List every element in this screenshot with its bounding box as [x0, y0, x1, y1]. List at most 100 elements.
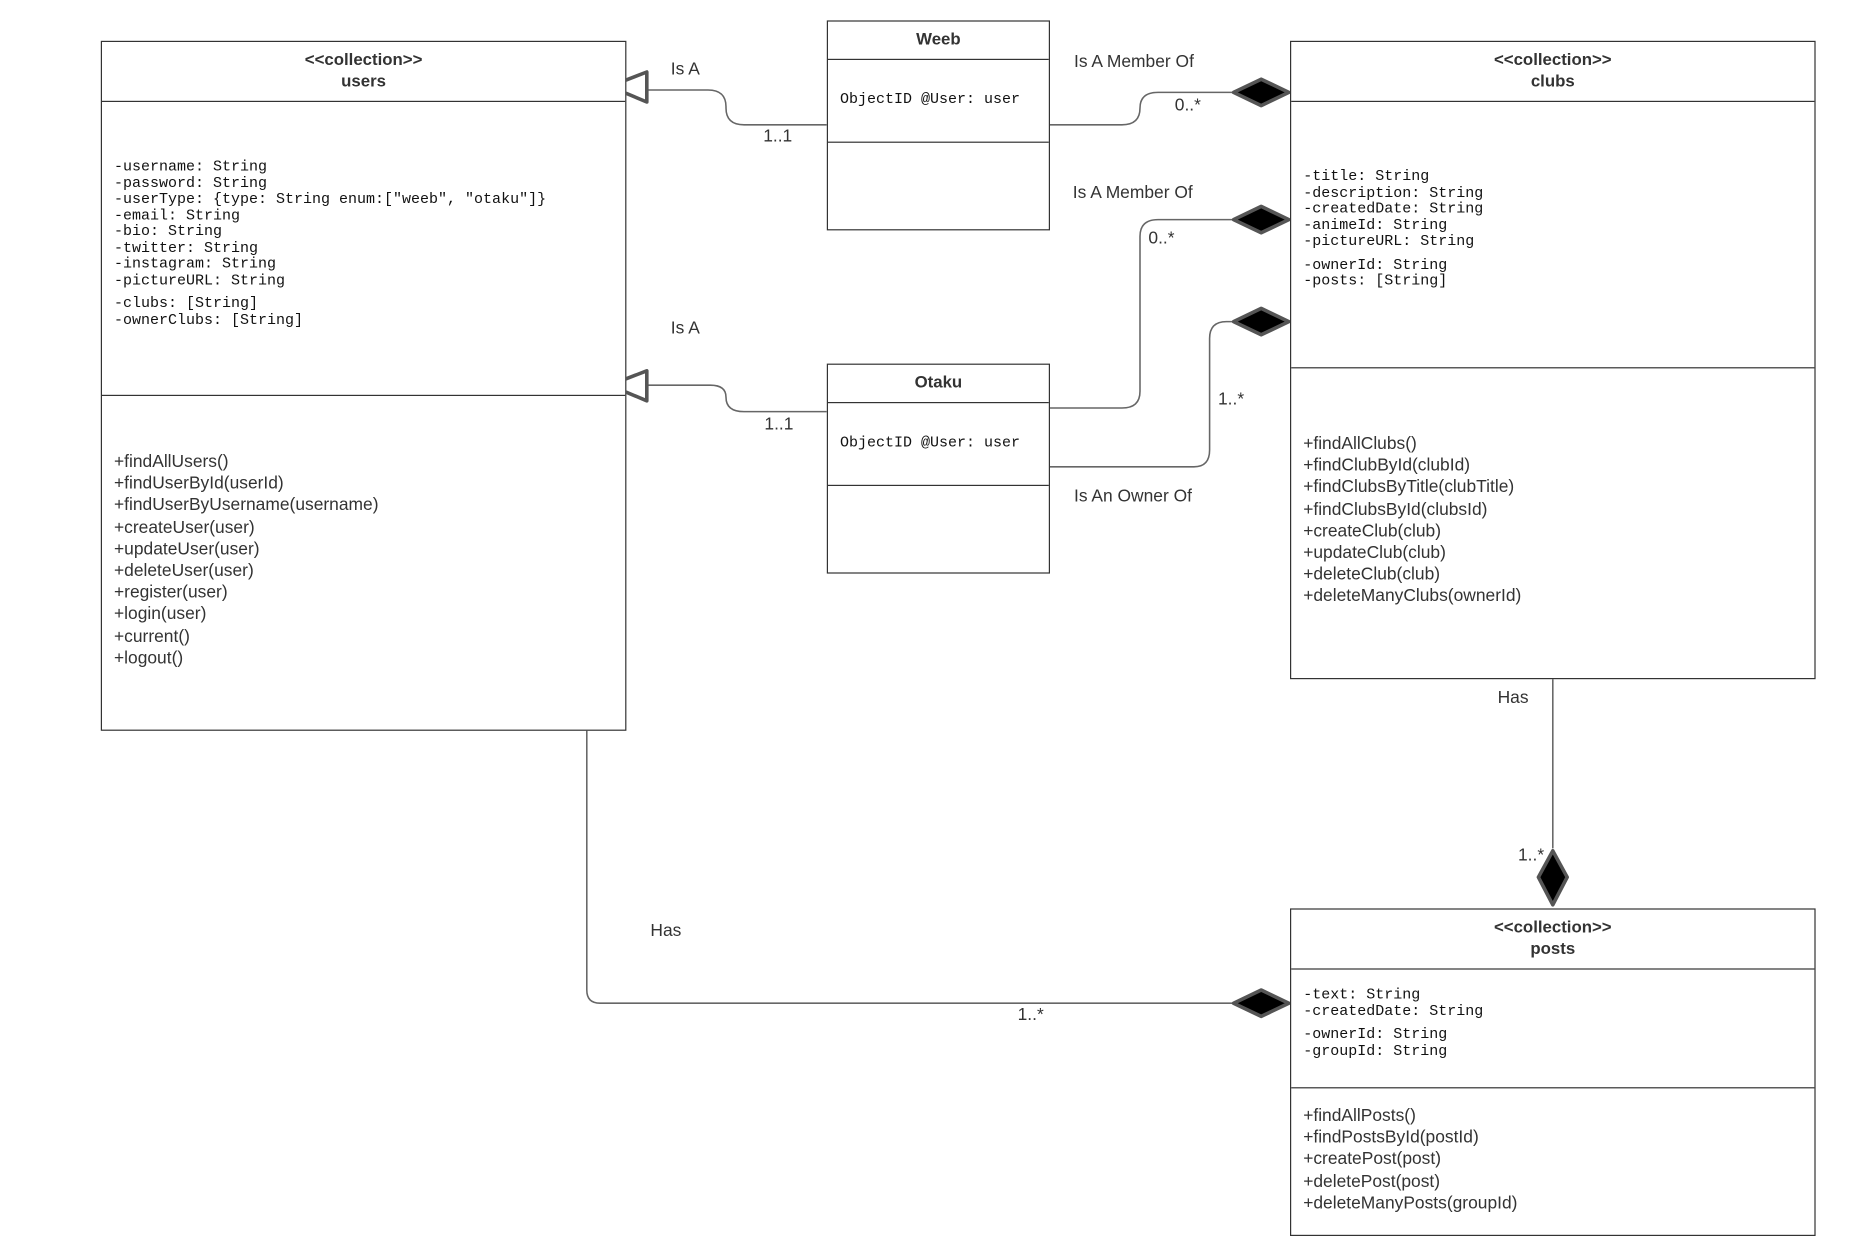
otaku-attribute: ObjectID @User: user: [840, 434, 1021, 452]
otaku-owner-multiplicity: 1..*: [1218, 390, 1245, 410]
method-row: +findAllClubs(): [1303, 434, 1417, 454]
attribute-row: -password: String: [114, 174, 268, 192]
users-attributes: -username: String-password: String-userT…: [114, 158, 547, 329]
attribute-row: -createdDate: String: [1303, 200, 1484, 218]
weeb-name: Weeb: [916, 28, 961, 48]
composition-diamond-icon: [1231, 306, 1291, 337]
attribute-row: -ownerId: String: [1303, 256, 1448, 273]
method-row: +createPost(post): [1303, 1150, 1442, 1170]
otaku-is-a-multiplicity: 1..1: [764, 415, 794, 435]
clubs-name: clubs: [1530, 70, 1575, 90]
weeb-generalization-line: [648, 89, 827, 126]
method-row: +findClubsById(clubsId): [1303, 499, 1488, 520]
posts-attributes: -text: String-createdDate: String -owner…: [1303, 986, 1484, 1060]
posts-methods-divider: [1291, 1087, 1815, 1089]
attribute-row: -ownerId: String: [1303, 1026, 1448, 1043]
method-row: +updateClub(club): [1303, 543, 1446, 563]
attribute-row: -instagram: String: [114, 255, 277, 273]
posts-stereotype: <<collection>>: [1493, 916, 1612, 937]
method-row: +deleteUser(user): [114, 561, 254, 581]
otaku-generalization-line: [648, 384, 827, 413]
posts-header: <<collection>> posts: [1291, 910, 1815, 970]
posts-class[interactable]: <<collection>> posts -text: String-creat…: [1290, 908, 1816, 1236]
users-methods-divider: [102, 394, 626, 397]
generalization-arrow-icon: [607, 369, 649, 403]
composition-diamond-icon: [1536, 849, 1570, 907]
users-has-posts-label: Has: [650, 921, 682, 941]
users-class[interactable]: <<collection>> users -username: String-p…: [100, 40, 627, 731]
weeb-member-label: Is A Member Of: [1074, 52, 1194, 72]
method-row: +deleteManyPosts(groupId): [1303, 1193, 1518, 1213]
users-stereotype: <<collection>>: [304, 49, 423, 69]
posts-methods: +findAllPosts()+findPostsById(postId)+cr…: [1303, 1105, 1517, 1214]
weeb-header: Weeb: [828, 22, 1049, 61]
otaku-methods-divider: [828, 484, 1049, 487]
method-row: +logout(): [114, 648, 184, 669]
otaku-owner-line: [1048, 320, 1234, 468]
attribute-row: -email: String: [114, 207, 241, 224]
otaku-member-label: Is A Member Of: [1072, 183, 1193, 203]
users-header: <<collection>> users: [102, 42, 626, 103]
attribute-row: -posts: [String]: [1303, 272, 1448, 290]
method-row: +createClub(club): [1303, 521, 1442, 541]
composition-diamond-icon: [1231, 204, 1291, 235]
otaku-name: Otaku: [914, 372, 963, 392]
clubs-stereotype: <<collection>>: [1493, 49, 1612, 69]
posts-name: posts: [1530, 938, 1576, 958]
otaku-member-multiplicity: 0..*: [1148, 229, 1175, 249]
users-has-posts-multiplicity: 1..*: [1017, 1005, 1044, 1025]
method-row: +createUser(user): [114, 517, 255, 538]
attribute-row: -username: String: [114, 158, 268, 176]
attribute-row: -ownerClubs: [String]: [114, 311, 304, 329]
attribute-row: -title: String: [1303, 168, 1430, 185]
attribute-row: -pictureURL: String: [114, 271, 286, 289]
weeb-is-a-multiplicity: 1..1: [763, 127, 793, 147]
attribute-row: -groupId: String: [1303, 1042, 1448, 1059]
otaku-owner-label: Is An Owner Of: [1074, 487, 1192, 507]
method-row: +register(user): [114, 583, 228, 603]
method-row: +findUserById(userId): [114, 474, 284, 494]
attribute-row: -text: String: [1303, 986, 1421, 1004]
attribute-row: -createdDate: String: [1303, 1002, 1484, 1020]
method-row: +deleteManyClubs(ownerId): [1303, 587, 1522, 607]
clubs-methods-divider: [1291, 367, 1815, 369]
weeb-member-line: [1048, 91, 1234, 126]
clubs-header: <<collection>> clubs: [1291, 42, 1815, 103]
method-row: +login(user): [114, 605, 207, 625]
method-row: +deleteClub(club): [1303, 565, 1441, 585]
attribute-row: -bio: String: [114, 223, 223, 241]
weeb-class[interactable]: Weeb ObjectID @User: user: [826, 20, 1050, 231]
weeb-attribute: ObjectID @User: user: [840, 91, 1021, 109]
method-row: +findUserByUsername(username): [114, 496, 379, 516]
clubs-has-posts-multiplicity: 1..*: [1518, 846, 1545, 866]
composition-diamond-icon: [1231, 77, 1291, 108]
users-posts-line: [586, 729, 1234, 1004]
composition-diamond-icon: [1231, 988, 1291, 1019]
method-row: +findAllUsers(): [114, 452, 229, 472]
otaku-member-line: [1048, 218, 1234, 409]
method-row: +findClubById(clubId): [1303, 456, 1471, 476]
otaku-header: Otaku: [828, 365, 1049, 404]
attribute-row: -pictureURL: String: [1303, 232, 1475, 250]
attribute-row: -clubs: [String]: [114, 295, 259, 312]
method-row: +deletePost(post): [1303, 1171, 1441, 1192]
weeb-is-a-label: Is A: [670, 60, 700, 80]
method-row: +findAllPosts(): [1303, 1106, 1416, 1126]
users-name: users: [341, 70, 387, 90]
attribute-row: -userType: {type: String enum:["weeb", "…: [114, 190, 547, 208]
attribute-row: -twitter: String: [114, 239, 259, 257]
clubs-attributes: -title: String-description: String-creat…: [1303, 169, 1483, 290]
generalization-arrow-icon: [607, 70, 649, 104]
users-methods: +findAllUsers()+findUserById(userId)+fin…: [114, 451, 378, 669]
weeb-methods-divider: [828, 141, 1049, 143]
method-row: +findClubsByTitle(clubTitle): [1303, 478, 1515, 498]
clubs-class[interactable]: <<collection>> clubs -title: String-desc…: [1290, 40, 1816, 680]
method-row: +updateUser(user): [114, 539, 260, 559]
method-row: +findPostsById(postId): [1303, 1128, 1479, 1148]
clubs-methods: +findAllClubs()+findClubById(clubId)+fin…: [1303, 433, 1521, 608]
otaku-class[interactable]: Otaku ObjectID @User: user: [826, 363, 1050, 574]
weeb-member-multiplicity: 0..*: [1174, 96, 1201, 116]
method-row: +current(): [114, 627, 190, 647]
